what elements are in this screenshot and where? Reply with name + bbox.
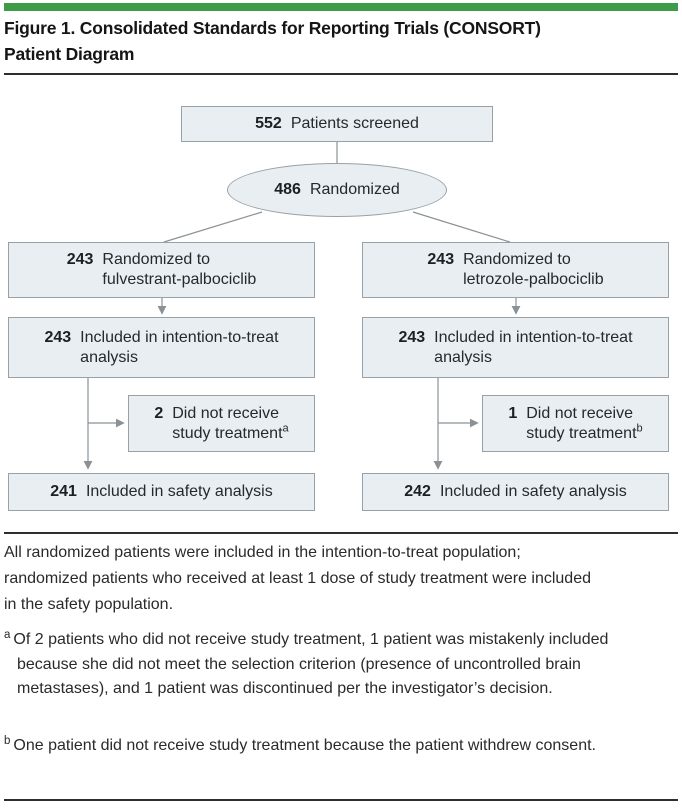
right-arm-itt-line1: Included in intention-to-treat	[434, 328, 633, 346]
right-arm-not-treated-line2: study treatment	[526, 424, 637, 442]
footnote-b-marker: b	[636, 422, 643, 435]
footnote-a-text: Of 2 patients who did not receive study …	[13, 631, 609, 697]
left-arm-not-treated-line2: study treatment	[172, 424, 283, 442]
right-arm-safety-count: 242	[404, 483, 431, 500]
left-arm-safety-box: 241 Included in safety analysis	[8, 473, 315, 511]
right-arm-safety-label: Included in safety analysis	[439, 483, 627, 500]
footnote-a-superscript: a	[4, 628, 11, 641]
footnote-b-superscript: b	[4, 734, 11, 747]
right-arm-itt-count: 243	[398, 328, 426, 346]
left-arm-not-treated-line1: Did not receive	[172, 404, 279, 422]
left-arm-itt-box: 243 Included in intention-to-treat analy…	[8, 317, 315, 378]
left-arm-itt-label: Included in intention-to-treat analysis	[80, 328, 278, 368]
footnote-b-text: One patient did not receive study treatm…	[13, 737, 596, 754]
left-arm-itt-line1: Included in intention-to-treat	[80, 328, 279, 346]
left-arm-randomized-label: Randomized to fulvestrant-palbociclib	[102, 250, 256, 290]
screened-count: 552	[255, 115, 282, 132]
left-arm-not-treated-count: 2	[154, 404, 164, 422]
left-arm-itt-line2: analysis	[80, 348, 138, 366]
left-arm-not-treated-label: Did not receive study treatmenta	[172, 404, 288, 444]
figure-title-line2: Patient Diagram	[4, 44, 135, 64]
right-arm-randomized-line2: letrozole-palbociclib	[463, 271, 604, 288]
right-arm-not-treated-box: 1 Did not receive study treatmentb	[482, 395, 669, 452]
right-arm-randomized-count: 243	[427, 251, 455, 268]
left-arm-randomized-box: 243 Randomized to fulvestrant-palbocicli…	[8, 242, 315, 298]
consort-flow-diagram: 552 Patients screened 486 Randomized 243…	[8, 106, 669, 511]
masthead-accent-bar	[4, 3, 678, 11]
right-arm-itt-line2: analysis	[434, 348, 492, 366]
right-arm-randomized-line1: Randomized to	[463, 251, 571, 268]
left-arm-itt-count: 243	[44, 328, 72, 346]
left-arm-safety-count: 241	[50, 483, 77, 500]
right-arm-randomized-box: 243 Randomized to letrozole-palbociclib	[362, 242, 669, 298]
left-arm-randomized-line1: Randomized to	[102, 251, 211, 268]
footer-divider	[4, 532, 678, 534]
left-arm-randomized-line2: fulvestrant-palbociclib	[102, 271, 257, 288]
randomized-label: Randomized	[309, 181, 400, 198]
left-arm-not-treated-box: 2 Did not receive study treatmenta	[128, 395, 315, 452]
figure-title: Figure 1. Consolidated Standards for Rep…	[4, 15, 678, 67]
right-arm-safety-box: 242 Included in safety analysis	[362, 473, 669, 511]
footer-note: All randomized patients were included in…	[4, 544, 591, 613]
right-arm-not-treated-label: Did not receive study treatmentb	[526, 404, 642, 444]
screened-label: Patients screened	[290, 115, 419, 132]
figure-title-line1: Figure 1. Consolidated Standards for Rep…	[4, 18, 541, 38]
right-arm-itt-box: 243 Included in intention-to-treat analy…	[362, 317, 669, 378]
title-divider	[4, 73, 678, 75]
right-arm-not-treated-line1: Did not receive	[526, 404, 633, 422]
randomized-ellipse: 486 Randomized	[227, 163, 447, 217]
footnote-a-marker: a	[282, 422, 289, 435]
right-arm-randomized-label: Randomized to letrozole-palbociclib	[463, 250, 604, 290]
patients-screened-box: 552 Patients screened	[181, 106, 493, 142]
randomized-count: 486	[274, 181, 301, 198]
right-arm-not-treated-count: 1	[508, 404, 518, 422]
figure-footer: All randomized patients were included in…	[4, 540, 654, 754]
left-arm-randomized-count: 243	[66, 251, 94, 268]
left-arm-safety-label: Included in safety analysis	[85, 483, 273, 500]
bottom-divider	[4, 799, 678, 801]
right-arm-itt-label: Included in intention-to-treat analysis	[434, 328, 632, 368]
